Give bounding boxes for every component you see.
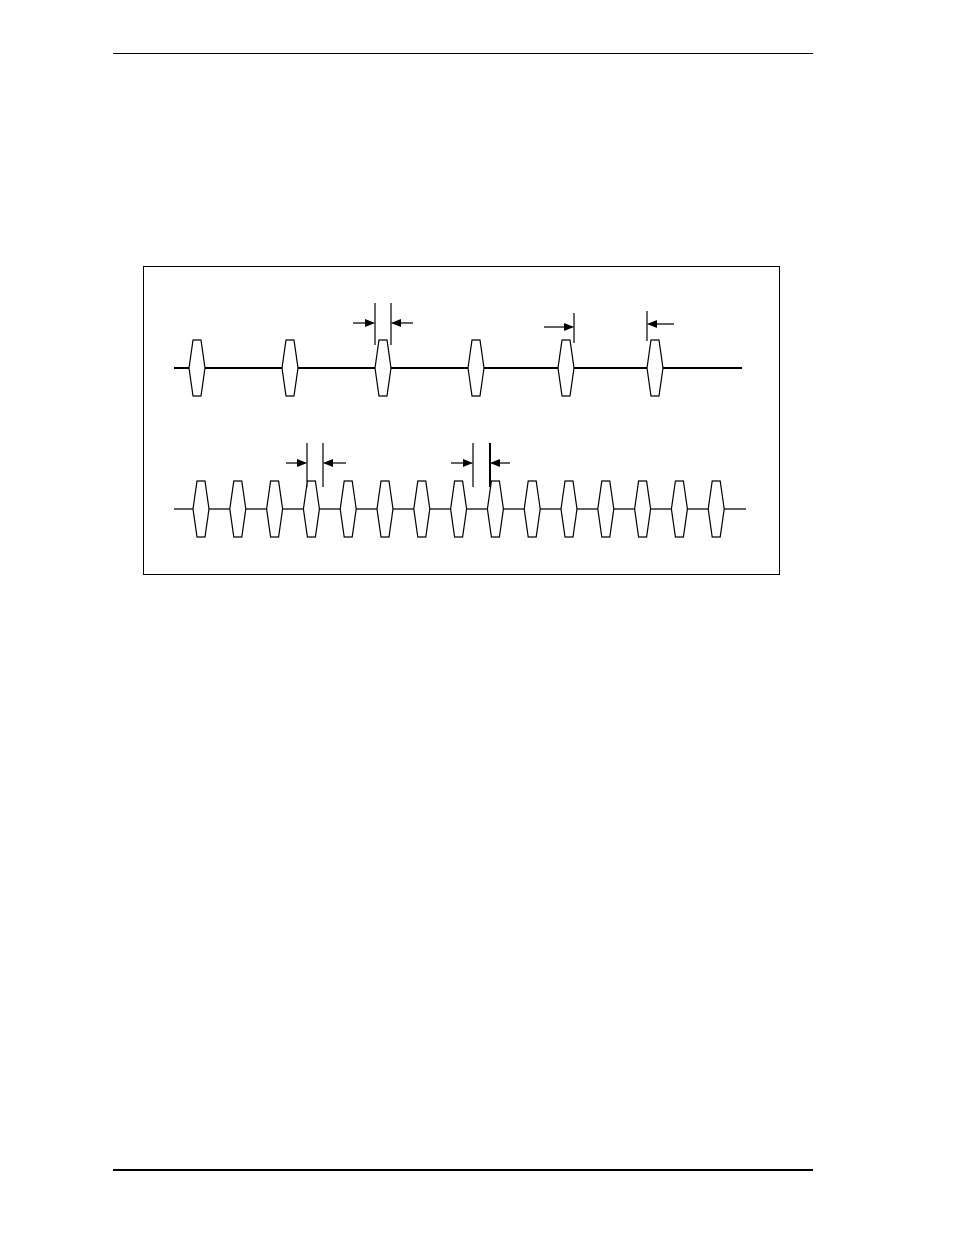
top-row-cell xyxy=(189,340,205,396)
figure-frame xyxy=(143,266,780,575)
top-row-cell xyxy=(647,340,663,396)
bottom-row-cell xyxy=(561,481,577,537)
bottom-row-cell xyxy=(708,481,724,537)
bottom-row-cell xyxy=(267,481,283,537)
bottom-row-cell xyxy=(451,481,467,537)
bottom-row-cell xyxy=(524,481,540,537)
top-row-cell xyxy=(558,340,574,396)
bottom-row-cell xyxy=(487,481,503,537)
bottom-row-cell xyxy=(414,481,430,537)
bottom-row-cell xyxy=(377,481,393,537)
bottom-row-cell xyxy=(635,481,651,537)
footer-rule xyxy=(113,1169,813,1171)
bottom-row-cell xyxy=(340,481,356,537)
bottom-row xyxy=(174,481,746,537)
bottom-row-cell xyxy=(303,481,319,537)
top-row xyxy=(174,340,742,396)
bottom-row-cell xyxy=(193,481,209,537)
timing-diagram xyxy=(144,267,781,576)
bottom-row-cell xyxy=(598,481,614,537)
bottom-row-cell xyxy=(230,481,246,537)
top-row-cell xyxy=(468,340,484,396)
header-rule xyxy=(113,53,813,54)
bottom-row-cell xyxy=(671,481,687,537)
top-row-cell xyxy=(282,340,298,396)
top-row-cell xyxy=(375,340,391,396)
